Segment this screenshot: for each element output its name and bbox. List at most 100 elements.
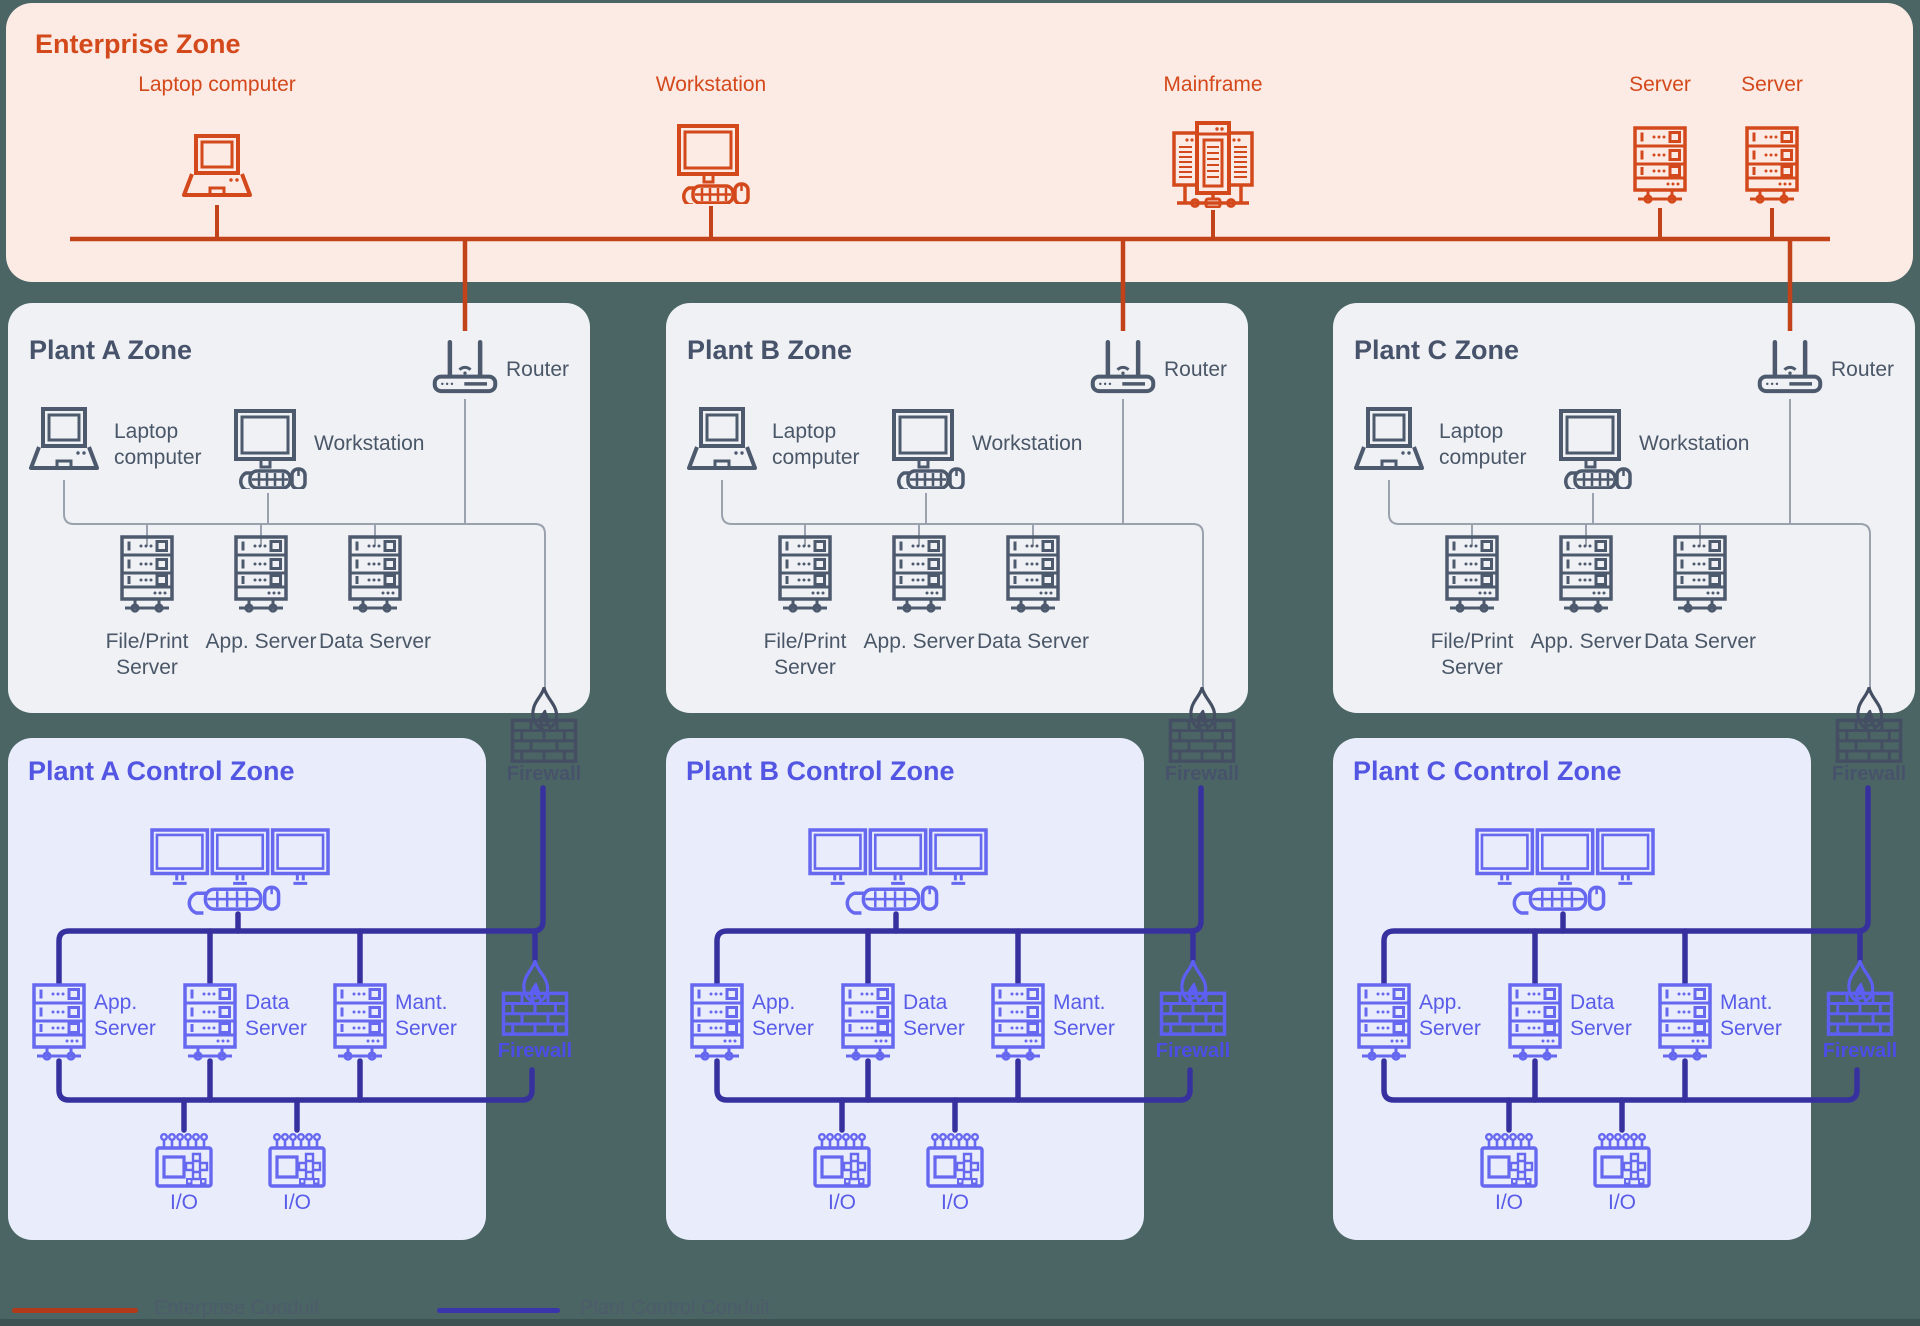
- plant-c-control-zone-panel: Plant C Control Zone App. Server Data Se…: [1333, 738, 1897, 1240]
- plant-control-conduit-swatch: [437, 1308, 560, 1313]
- server-icon: [1558, 535, 1614, 615]
- workstation-label: Workstation: [314, 432, 425, 455]
- bottom-edge-strip: [0, 1319, 1920, 1326]
- plant-b-zone-panel: Plant B Zone Router Laptop computer Work…: [666, 303, 1248, 785]
- laptop-label: Laptop computer: [114, 420, 202, 469]
- enterprise-conduit-swatch: [12, 1308, 138, 1313]
- server-icon: [119, 535, 175, 615]
- enterprise-device-label: Mainframe: [1163, 73, 1263, 96]
- firewall-label: Firewall: [1155, 1040, 1231, 1062]
- server-label: App. Server: [1530, 630, 1642, 653]
- laptop-icon: [26, 406, 102, 476]
- io-module-icon: [813, 1130, 871, 1188]
- control-zone-title: Plant A Control Zone: [28, 756, 295, 786]
- control-zone-conduits: [666, 738, 1211, 1240]
- plant-c-zone-panel: Plant C Zone Router Laptop computer Work…: [1333, 303, 1915, 785]
- server-icon: [840, 983, 896, 1063]
- firewall-label: Firewall: [1831, 763, 1907, 785]
- server-label: Data Server: [318, 630, 432, 653]
- plant-zone-connectors: [666, 303, 1226, 723]
- enterprise-device-label: Workstation: [655, 73, 767, 96]
- server-label: File/Print Server: [763, 630, 847, 679]
- operator-workstation-icon: [808, 828, 990, 915]
- server-icon: [1005, 535, 1061, 615]
- router-icon: [1757, 338, 1823, 396]
- io-label: I/O: [169, 1191, 198, 1214]
- laptop-label: Laptop computer: [1439, 420, 1527, 469]
- plant-zone-title: Plant A Zone: [29, 335, 193, 365]
- workstation-icon: [671, 124, 751, 204]
- firewall-label: Firewall: [1164, 763, 1240, 785]
- workstation-icon: [1553, 409, 1633, 489]
- router-label: Router: [506, 358, 570, 381]
- server-icon: [1632, 126, 1688, 206]
- control-zone-conduits: [1333, 738, 1878, 1240]
- server-label: App. Server: [863, 630, 975, 653]
- server-icon: [1444, 535, 1500, 615]
- legend: Enterprise Conduit Plant Control Conduit: [0, 1292, 1920, 1326]
- server-icon: [31, 983, 87, 1063]
- server-label: Data Server: [976, 630, 1090, 653]
- server-label: App. Server: [205, 630, 317, 653]
- server-icon: [1657, 983, 1713, 1063]
- server-label: Data Server: [245, 991, 307, 1040]
- laptop-icon: [1351, 406, 1427, 476]
- plant-zone-title: Plant C Zone: [1354, 335, 1520, 365]
- operator-workstation-icon: [150, 828, 332, 915]
- router-label: Router: [1164, 358, 1228, 381]
- control-zone-title: Plant C Control Zone: [1353, 756, 1622, 786]
- laptop-icon: [179, 133, 255, 203]
- legend-plant-control-conduit-label: Plant Control Conduit: [580, 1297, 771, 1319]
- enterprise-zone-title: Enterprise Zone: [35, 29, 241, 59]
- server-label: App. Server: [94, 991, 156, 1040]
- server-icon: [347, 535, 403, 615]
- io-module-icon: [268, 1130, 326, 1188]
- plant-zone-title: Plant B Zone: [687, 335, 853, 365]
- io-module-icon: [926, 1130, 984, 1188]
- server-label: Data Server: [903, 991, 965, 1040]
- enterprise-device-label: Server: [1741, 73, 1803, 96]
- server-icon: [1672, 535, 1728, 615]
- io-label: I/O: [827, 1191, 856, 1214]
- server-label: Data Server: [1643, 630, 1757, 653]
- server-label: App. Server: [752, 991, 814, 1040]
- server-icon: [332, 983, 388, 1063]
- server-label: App. Server: [1419, 991, 1481, 1040]
- workstation-icon: [886, 409, 966, 489]
- server-icon: [990, 983, 1046, 1063]
- server-icon: [1744, 126, 1800, 206]
- plant-a-zone-panel: Plant A Zone Router Laptop computer Work…: [8, 303, 590, 785]
- server-icon: [182, 983, 238, 1063]
- laptop-icon: [684, 406, 760, 476]
- server-icon: [233, 535, 289, 615]
- io-label: I/O: [282, 1191, 311, 1214]
- workstation-label: Workstation: [972, 432, 1083, 455]
- server-label: Mant. Server: [1720, 991, 1782, 1040]
- router-icon: [1090, 338, 1156, 396]
- plant-zone-connectors: [8, 303, 568, 723]
- enterprise-zone-panel: Enterprise Zone: [6, 3, 1913, 282]
- server-label: File/Print Server: [1430, 630, 1514, 679]
- firewall-label: Firewall: [506, 763, 582, 785]
- plant-zone-connectors: [1333, 303, 1893, 723]
- router-icon: [432, 338, 498, 396]
- firewall-label: Firewall: [1822, 1040, 1898, 1062]
- server-label: Mant. Server: [1053, 991, 1115, 1040]
- server-icon: [689, 983, 745, 1063]
- laptop-label: Laptop computer: [772, 420, 860, 469]
- legend-enterprise-conduit-label: Enterprise Conduit: [154, 1297, 320, 1319]
- io-label: I/O: [1494, 1191, 1523, 1214]
- io-module-icon: [1480, 1130, 1538, 1188]
- io-label: I/O: [940, 1191, 969, 1214]
- firewall-icon: [1826, 960, 1894, 1036]
- io-label: I/O: [1607, 1191, 1636, 1214]
- firewall-icon: [1159, 960, 1227, 1036]
- server-label: File/Print Server: [105, 630, 189, 679]
- server-label: Mant. Server: [395, 991, 457, 1040]
- enterprise-device-label: Laptop computer: [138, 73, 296, 96]
- server-icon: [1507, 983, 1563, 1063]
- io-module-icon: [1593, 1130, 1651, 1188]
- plant-a-control-zone-panel: Plant A Control Zone App. Server Data Se…: [8, 738, 572, 1240]
- server-icon: [1356, 983, 1412, 1063]
